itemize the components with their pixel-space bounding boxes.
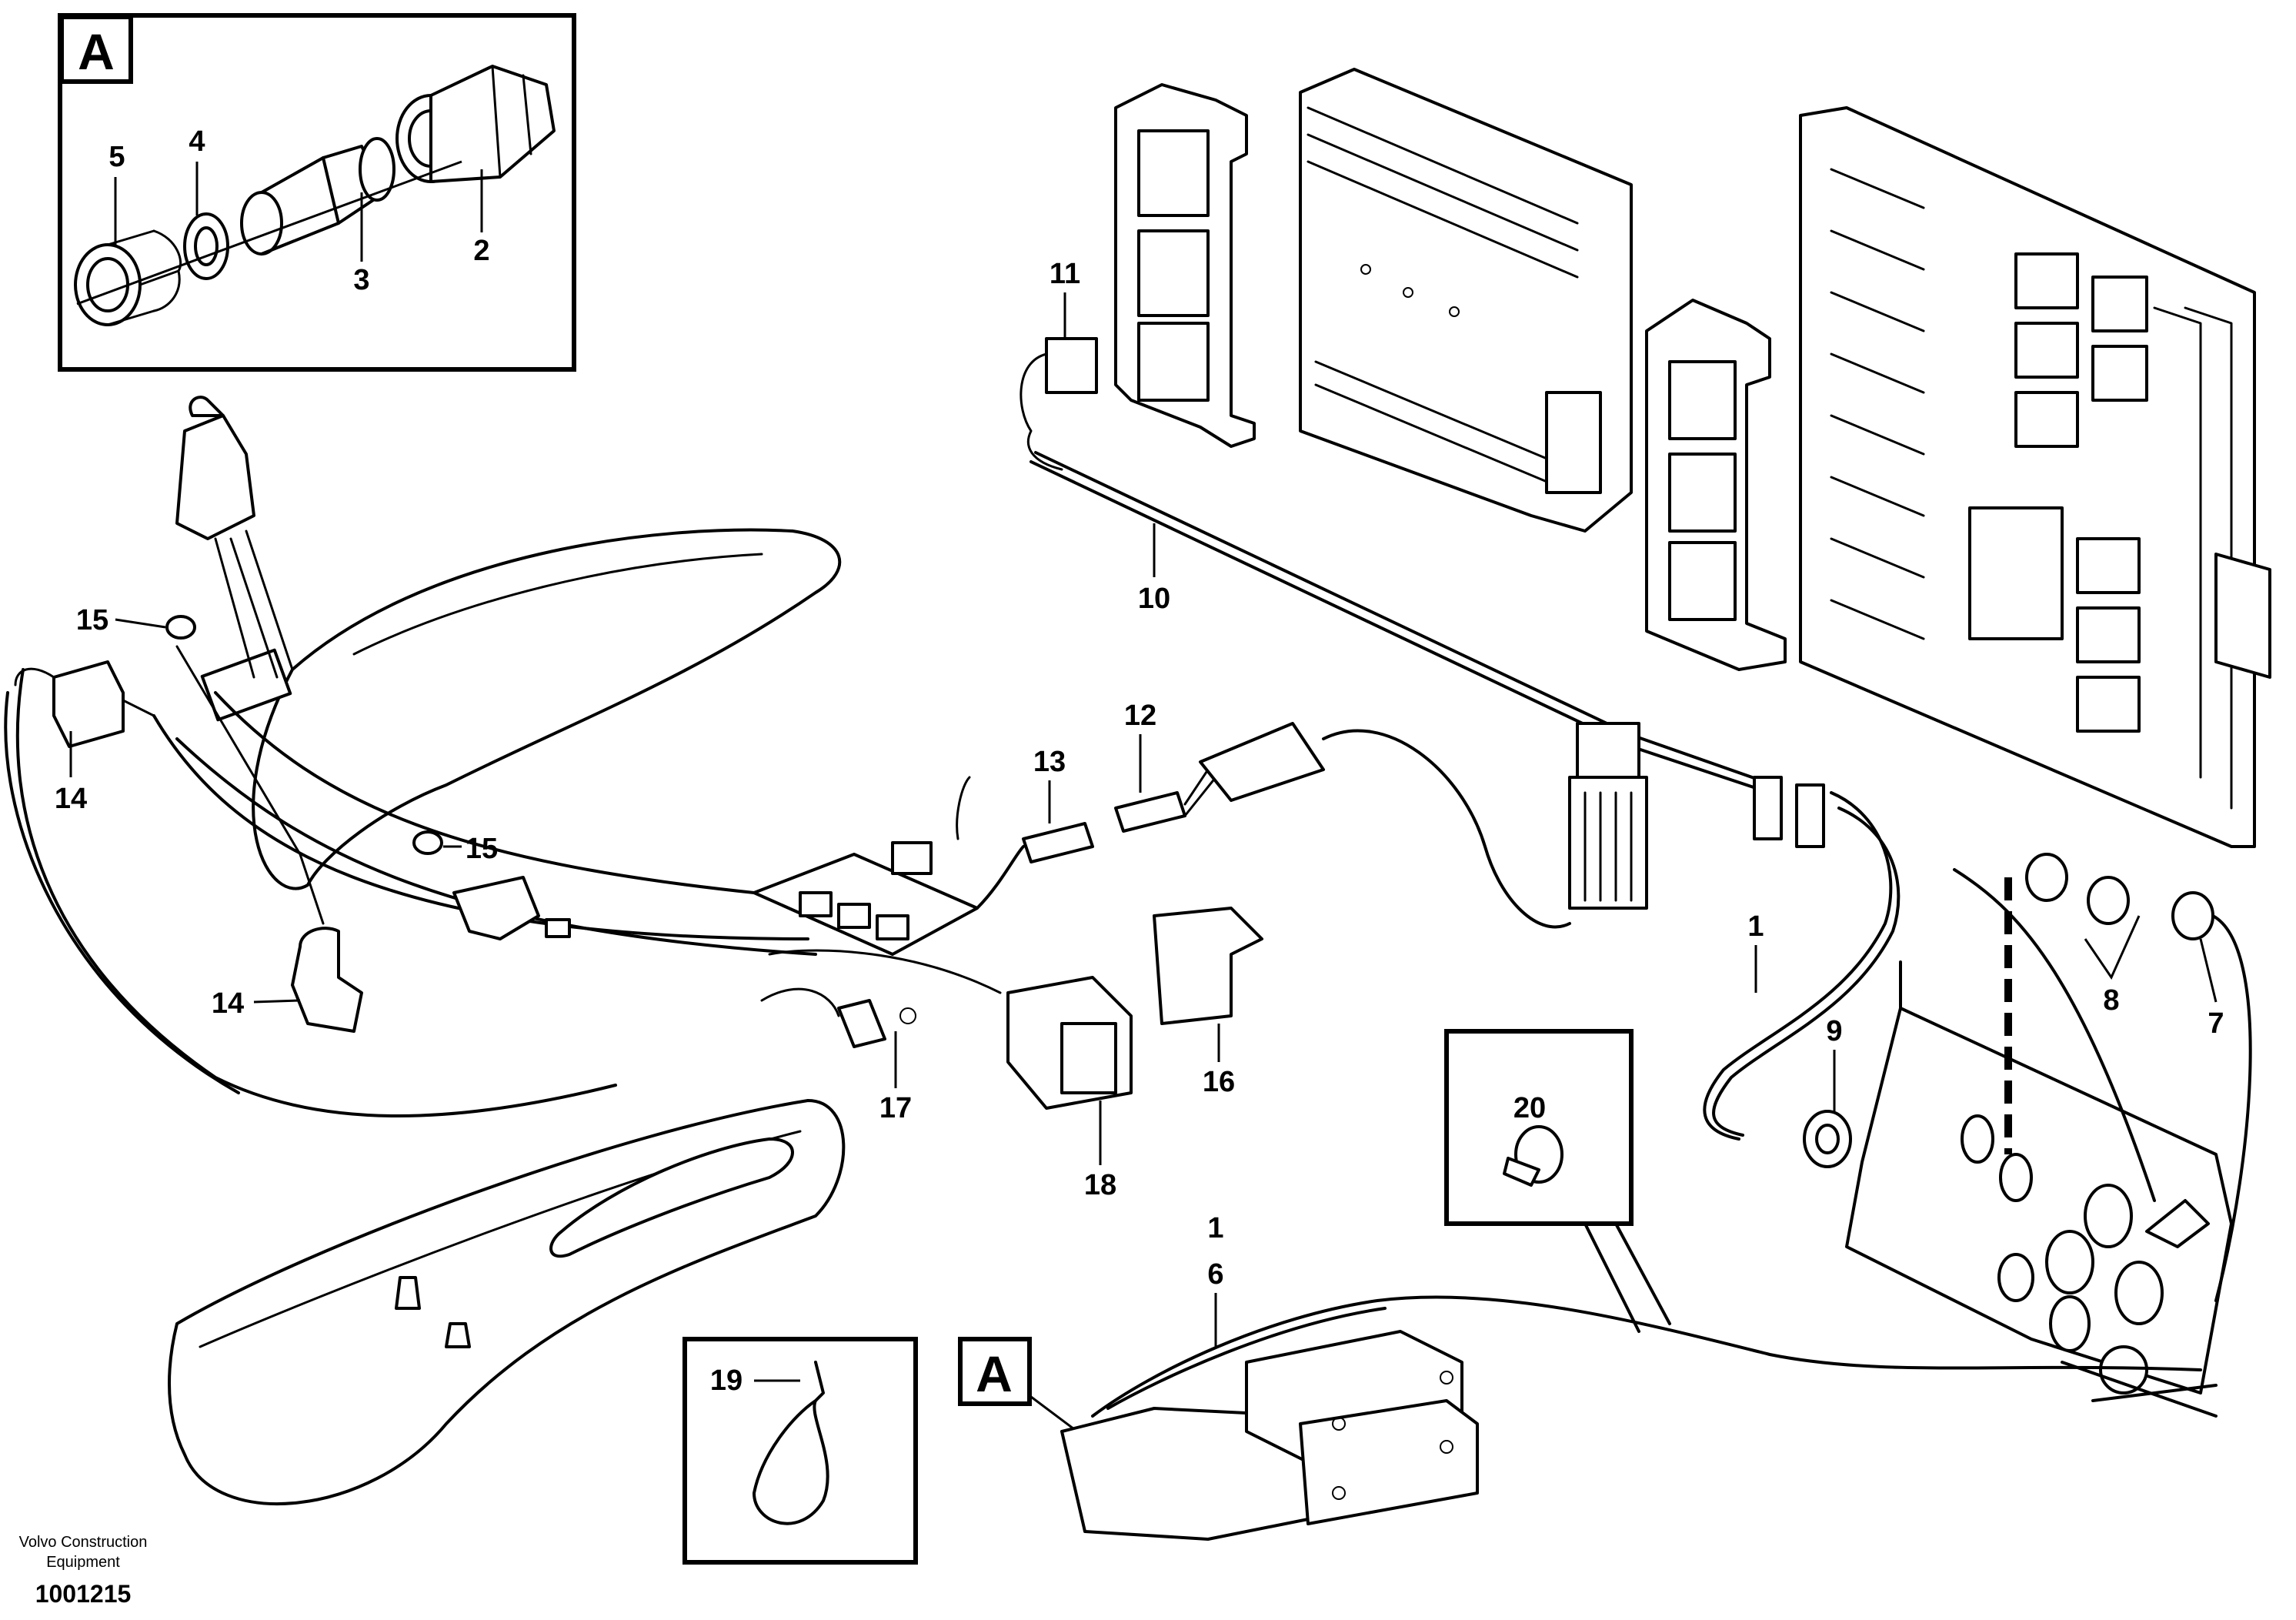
switch-14-bottom <box>175 645 363 1033</box>
washer-part-4 <box>183 212 229 280</box>
connector-part-2 <box>395 65 556 183</box>
label-1-bottom: 1 <box>1207 1212 1223 1244</box>
circuit-board <box>1799 106 2271 848</box>
connector-13 <box>1022 822 1094 863</box>
left-armrest-harness <box>4 528 842 1117</box>
label-7: 7 <box>2208 1007 2224 1040</box>
label-12: 12 <box>1124 700 1156 732</box>
label-1-top: 1 <box>1747 910 1764 943</box>
label-10: 10 <box>1138 583 1170 615</box>
label-13: 13 <box>1033 746 1066 778</box>
detail-a-box: A 5 4 3 <box>58 13 576 372</box>
rocker-switch-2 <box>452 876 571 940</box>
label-5: 5 <box>108 141 125 173</box>
label-15-left: 15 <box>76 604 108 636</box>
switch-14-left <box>14 660 155 748</box>
label-16: 16 <box>1203 1066 1235 1098</box>
harness-10 <box>1020 337 1825 910</box>
company-line-2: Equipment <box>46 1554 120 1571</box>
label-4: 4 <box>189 125 205 158</box>
label-19: 19 <box>710 1364 743 1397</box>
bottom-armrest <box>168 1099 846 1505</box>
relay-bracket-left <box>1114 83 1256 448</box>
relay-16 <box>1153 907 1263 1025</box>
label-15-right: 15 <box>466 833 498 865</box>
label-11: 11 <box>1050 258 1080 290</box>
detail-a-tag: A <box>78 23 115 80</box>
grommets-8 <box>2025 853 2130 925</box>
drawing-number: 1001215 <box>35 1580 132 1608</box>
grommet-7 <box>2171 891 2252 1302</box>
block-assembly-6 <box>1060 1330 1479 1541</box>
company-line-1: Volvo Construction <box>19 1534 148 1551</box>
rocker-switch <box>175 396 294 679</box>
label-9: 9 <box>1826 1015 1842 1047</box>
label-17: 17 <box>879 1092 912 1124</box>
label-18: 18 <box>1084 1169 1116 1201</box>
control-unit <box>1299 68 1633 533</box>
cap-15-left <box>165 615 196 640</box>
nut-9 <box>1803 1110 1852 1168</box>
detail-19-box <box>682 1337 918 1565</box>
plug-17 <box>760 987 916 1048</box>
connector-18 <box>1006 976 1133 1110</box>
label-8: 8 <box>2103 984 2119 1017</box>
dashboard-panel <box>1845 960 2233 1418</box>
relay-bracket-right <box>1645 299 1787 671</box>
label-14-left: 14 <box>55 783 87 815</box>
cap-15-right <box>412 830 443 855</box>
detail-20-box <box>1444 1029 1671 1333</box>
label-14-bottom: 14 <box>212 987 244 1020</box>
label-2: 2 <box>473 235 489 267</box>
label-3: 3 <box>353 264 369 296</box>
label-20: 20 <box>1513 1092 1546 1124</box>
fitting-part-3 <box>240 137 395 256</box>
detail-a-tag-bottom: A <box>976 1345 1013 1402</box>
connector-12 <box>1114 722 1325 833</box>
label-6: 6 <box>1207 1258 1223 1291</box>
pcb-module <box>753 841 979 956</box>
